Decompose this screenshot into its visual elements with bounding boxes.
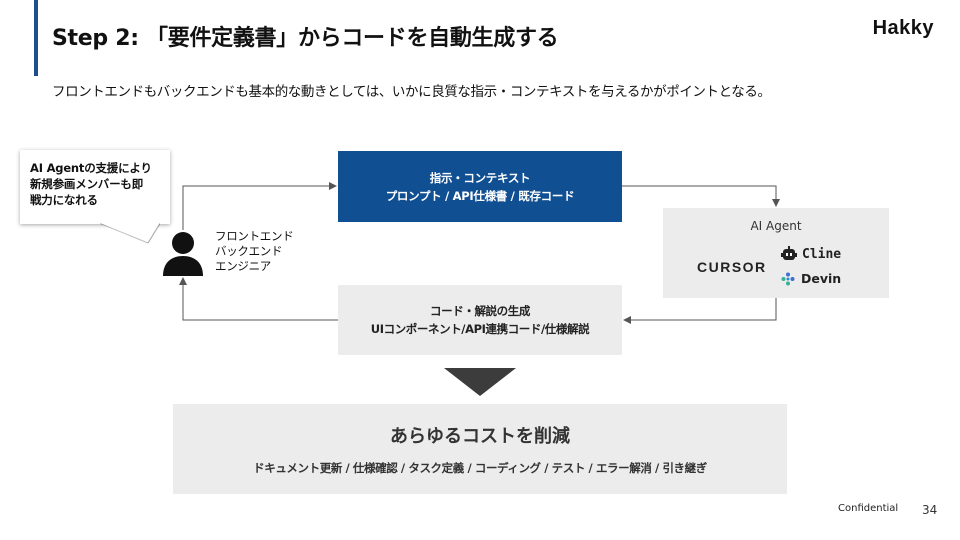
arrow-input-to-agent	[622, 185, 780, 207]
slide-title: Step 2: 「要件定義書」からコードを自動生成する	[52, 26, 559, 51]
instruction-box-title: 指示・コンテキスト	[429, 170, 531, 185]
title-accent-bar	[34, 0, 38, 76]
cost-reduction-box: あらゆるコストを削減 ドキュメント更新 / 仕様確認 / タスク定義 / コーデ…	[173, 404, 787, 494]
ai-agent-title: AI Agent	[750, 219, 802, 233]
confidential-label: Confidential	[838, 503, 899, 514]
cost-reduction-items: ドキュメント更新 / 仕様確認 / タスク定義 / コーディング / テスト /…	[253, 461, 707, 475]
callout-tail	[100, 223, 160, 244]
cline-robot-icon	[781, 246, 797, 260]
person-icon	[163, 232, 203, 276]
devin-logo: Devin	[781, 271, 841, 286]
slide-subtitle: フロントエンドもバックエンドも基本的な動きとしては、いかに良質な指示・コンテキス…	[52, 84, 771, 100]
brand-logo: Hakky	[872, 17, 934, 39]
arrow-output-to-engineer	[179, 277, 338, 321]
ai-agent-box: AI Agent CURSOR Cline Devin	[663, 208, 889, 298]
arrow-agent-to-output	[623, 298, 777, 324]
instruction-box-detail: プロンプト / API仕様書 / 既存コード	[385, 188, 575, 203]
cline-label: Cline	[802, 246, 842, 262]
devin-label: Devin	[801, 271, 842, 286]
speech-callout: AI Agentの支援により 新規参画メンバーも即 戦力になれる	[20, 150, 170, 224]
arrow-engineer-to-input	[182, 182, 337, 230]
devin-icon	[781, 272, 795, 285]
cline-logo: Cline	[781, 246, 841, 262]
down-arrow-icon	[444, 368, 516, 396]
instruction-context-box: 指示・コンテキスト プロンプト / API仕様書 / 既存コード	[338, 151, 622, 222]
page-number: 34	[922, 503, 938, 517]
generation-box-detail: UIコンポーネント/API連携コード/仕様解説	[370, 322, 590, 336]
engineer-role-label: フロントエンド バックエンド エンジニア	[215, 229, 294, 273]
code-generation-box: コード・解説の生成 UIコンポーネント/API連携コード/仕様解説	[338, 285, 622, 355]
generation-box-title: コード・解説の生成	[430, 304, 530, 318]
cost-reduction-title: あらゆるコストを削減	[390, 426, 570, 447]
cursor-logo: CURSOR	[697, 259, 767, 275]
callout-text: AI Agentの支援により 新規参画メンバーも即 戦力になれる	[30, 161, 152, 207]
